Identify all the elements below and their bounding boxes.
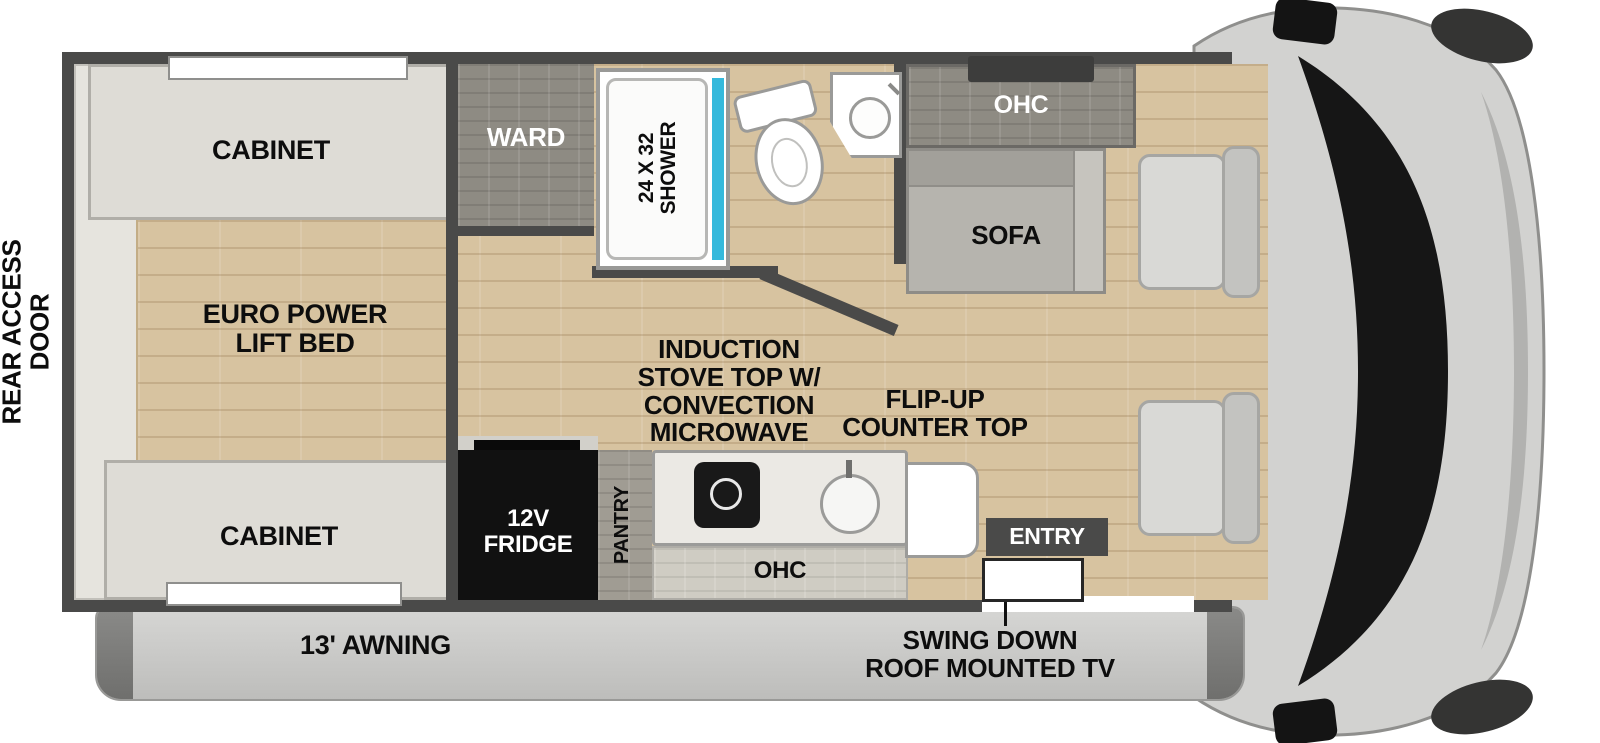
- tv-note-label: SWING DOWN ROOF MOUNTED TV: [865, 625, 1115, 683]
- sofa-back: [909, 151, 1103, 187]
- cab-seat-top-backrest: [1222, 146, 1260, 298]
- pantry: [598, 450, 652, 600]
- side-mirror-bottom-icon: [1272, 698, 1338, 743]
- cab-seat-bottom: [1138, 392, 1260, 544]
- wardrobe-label: WARD: [486, 122, 566, 152]
- awning-end-left: [97, 608, 133, 699]
- van-front: [1192, 0, 1546, 743]
- sofa-label: SOFA: [971, 220, 1041, 250]
- pantry-label: PANTRY: [611, 485, 633, 565]
- rear-window-bottom: [166, 582, 402, 606]
- rear-access-door-label: REAR ACCESS DOOR: [0, 239, 55, 425]
- windshield: [1298, 56, 1448, 686]
- cab-seat-bottom-backrest: [1222, 392, 1260, 544]
- flip-up-counter-note: FLIP-UP COUNTER TOP: [842, 384, 1028, 442]
- bedroom-divider-wall: [446, 64, 458, 600]
- tv-callout-line: [1004, 602, 1007, 626]
- awning: [95, 606, 1245, 701]
- cab-seat-bottom-cushion: [1138, 400, 1226, 536]
- shower-label: 24 X 32 SHOWER: [635, 121, 681, 215]
- front-corner-bottom: [1431, 679, 1533, 735]
- overhead-cabinet-bottom: [652, 546, 908, 600]
- kitchen-faucet: [846, 460, 852, 478]
- fridge-counter-bar: [474, 440, 580, 450]
- shower: [596, 68, 730, 270]
- induction-stove-note: INDUCTION STOVE TOP W/ CONVECTION MICROW…: [637, 334, 821, 448]
- bath-sink-faucet: [887, 82, 901, 96]
- fridge-label: 12V FRIDGE: [483, 505, 573, 558]
- van-hood-shade: [1481, 92, 1528, 650]
- sofa: [906, 148, 1106, 294]
- shower-glass: [712, 78, 724, 260]
- cabinet-bottom-label: CABINET: [220, 521, 338, 551]
- stove-icon: [694, 462, 760, 528]
- tv-swing-down: [982, 558, 1084, 602]
- cabinet-top-label: CABINET: [212, 135, 330, 165]
- flip-up-counter: [905, 462, 979, 558]
- side-mirror-top-icon: [1272, 0, 1338, 45]
- ohc-top-label: OHC: [993, 91, 1049, 119]
- cab-seat-top-cushion: [1138, 154, 1226, 290]
- awning-end-right: [1207, 608, 1243, 699]
- kitchen-sink-icon: [820, 474, 880, 534]
- sofa-armrest: [1073, 151, 1103, 291]
- euro-bed-label: EURO POWER LIFT BED: [202, 299, 388, 358]
- entry-label: ENTRY: [1009, 523, 1085, 549]
- euro-power-lift-bed: [136, 218, 454, 464]
- bath-sink-basin: [849, 97, 891, 139]
- front-corner-top: [1431, 8, 1533, 64]
- shower-pan: [606, 78, 708, 260]
- entry-step: [986, 518, 1108, 556]
- bath-sink-icon: [830, 72, 902, 158]
- stove-burner: [710, 478, 742, 510]
- fridge-12v: [458, 450, 598, 600]
- roof-vent: [968, 56, 1094, 82]
- cab-seat-top: [1138, 146, 1260, 298]
- ohc-bottom-label: OHC: [753, 557, 807, 584]
- awning-label: 13' AWNING: [300, 630, 451, 660]
- wardrobe: [458, 64, 594, 236]
- bedroom-cabinet-top: [88, 64, 454, 220]
- rear-window-top: [168, 56, 408, 80]
